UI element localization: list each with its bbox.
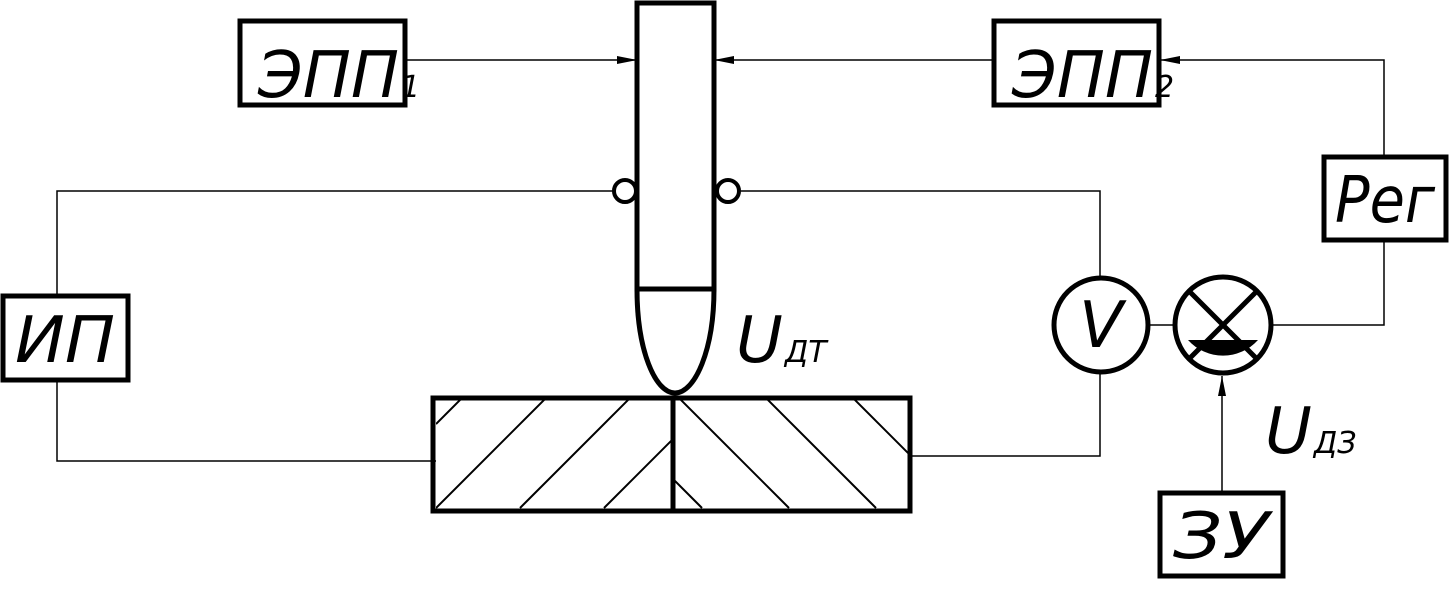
block-zu-label: ЗУ: [1173, 500, 1274, 574]
comparator-cross-b: [1187, 289, 1259, 361]
block-reg-label: Рег: [1335, 164, 1435, 238]
torch-tip: [634, 288, 717, 396]
voltmeter-symbol: V: [1079, 289, 1127, 363]
voltmeter: V: [1051, 275, 1151, 375]
connection-lines: [56, 56, 1385, 492]
block-ip-frame: [0, 293, 131, 383]
comparator-circle: [1172, 274, 1274, 376]
block-ip: ИП: [0, 293, 131, 383]
comparator: [1172, 274, 1274, 376]
label-udz: UДЗ: [1265, 395, 1357, 469]
torch: [612, 0, 741, 396]
torch-contact-left: [612, 178, 638, 204]
block-epp2-label: ЭПП2: [1011, 39, 1174, 113]
torch-body: [634, 0, 717, 292]
block-reg-frame: [1321, 154, 1449, 243]
block-epp2: ЭПП2: [991, 18, 1174, 113]
label-udt: UДТ: [736, 304, 829, 378]
block-epp1-label: ЭПП1: [257, 39, 420, 113]
wire-workpiece-voltmeter: [908, 373, 1101, 457]
wire-contact-voltmeter: [741, 190, 1101, 277]
wire-ip-workpiece: [56, 381, 436, 462]
block-zu: ЗУ: [1157, 490, 1286, 579]
workpiece-left-hatch: [436, 400, 672, 509]
workpiece-right-hatch: [674, 400, 908, 509]
voltmeter-circle: [1051, 275, 1151, 375]
block-epp1: ЭПП1: [237, 18, 420, 113]
block-zu-frame: [1157, 490, 1286, 579]
workpiece: [430, 395, 913, 514]
block-ip-label: ИП: [15, 304, 115, 378]
block-epp1-frame: [237, 18, 408, 108]
wire-comparator-reg: [1273, 240, 1385, 326]
block-epp2-frame: [991, 18, 1162, 108]
block-reg: Рег: [1321, 154, 1449, 243]
wire-reg-epp2: [1160, 56, 1385, 156]
torch-contact-right: [715, 178, 741, 204]
wire-contact-ip: [56, 190, 613, 295]
